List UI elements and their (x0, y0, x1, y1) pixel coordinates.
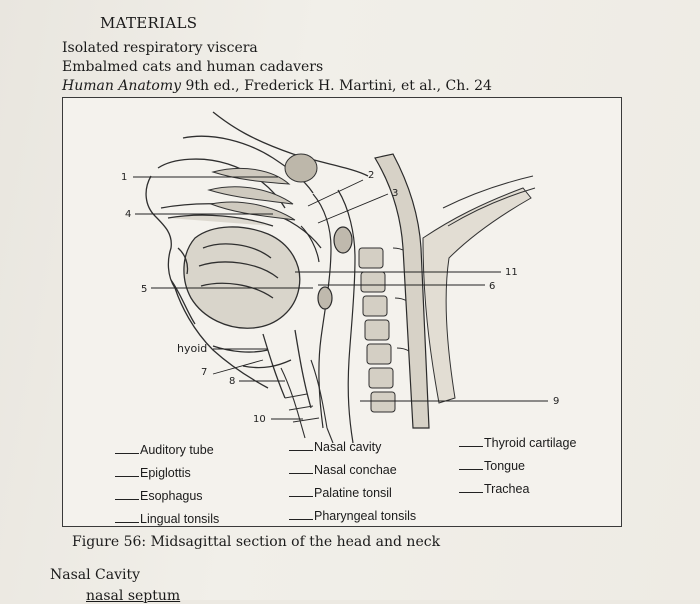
term-thyroid-cartilage: Thyroid cartilage (459, 436, 576, 450)
answer-blank[interactable] (115, 499, 139, 500)
answer-blank[interactable] (459, 469, 483, 470)
materials-heading: MATERIALS (100, 14, 198, 32)
book-details: 9th ed., Frederick H. Martini, et al., C… (181, 78, 492, 94)
term-trachea: Trachea (459, 482, 529, 496)
label-10: 10 (253, 414, 266, 425)
term-auditory-tube: Auditory tube (115, 443, 214, 457)
leader-line-3 (317, 193, 389, 224)
term-nasal-conchae: Nasal conchae (289, 463, 397, 477)
answer-blank[interactable] (289, 450, 313, 451)
nasal-structures (207, 153, 318, 221)
figure-box: 1 2 3 4 5 6 hyoid 7 8 9 10 11 Auditory t… (62, 97, 622, 527)
pharynx (300, 189, 356, 444)
spinal-cord (374, 153, 430, 429)
larynx-trachea (280, 359, 334, 444)
answer-blank[interactable] (459, 446, 483, 447)
label-8: 8 (229, 376, 235, 387)
figure-caption: Figure 56: Midsagittal section of the he… (72, 534, 441, 550)
section-heading: Nasal Cavity (50, 567, 141, 583)
label-hyoid: hyoid (177, 342, 207, 355)
label-5: 5 (141, 284, 147, 295)
term-tongue: Tongue (459, 459, 525, 473)
materials-reference: Human Anatomy 9th ed., Frederick H. Mart… (62, 78, 492, 94)
label-2: 2 (368, 170, 374, 181)
label-9: 9 (553, 396, 559, 407)
label-4: 4 (125, 209, 131, 220)
book-title: Human Anatomy (62, 78, 182, 94)
materials-line-1: Isolated respiratory viscera (62, 40, 258, 56)
answer-blank[interactable] (459, 492, 483, 493)
answer-blank[interactable] (115, 453, 139, 454)
answer-blank[interactable] (289, 496, 313, 497)
answer-blank[interactable] (289, 473, 313, 474)
cutoff-text: nasal septum (86, 588, 181, 604)
leader-lines (133, 176, 548, 420)
anatomy-drawing (145, 111, 369, 409)
leader-line-7 (212, 359, 264, 375)
head-neck-illustration: 1 2 3 4 5 6 hyoid 7 8 9 10 11 (121, 111, 559, 444)
answer-blank[interactable] (289, 519, 313, 520)
term-epiglottis: Epiglottis (115, 466, 191, 480)
term-lingual-tonsils: Lingual tonsils (115, 512, 219, 526)
label-6: 6 (489, 281, 495, 292)
answer-blank[interactable] (115, 522, 139, 523)
term-pharyngeal-tonsils: Pharyngeal tonsils (289, 509, 416, 523)
term-esophagus: Esophagus (115, 489, 203, 503)
term-nasal-cavity: Nasal cavity (289, 440, 381, 454)
label-3: 3 (392, 188, 398, 199)
answer-blank[interactable] (115, 476, 139, 477)
label-1: 1 (121, 172, 127, 183)
neck-muscles (422, 175, 536, 404)
label-7: 7 (201, 367, 207, 378)
term-palatine-tonsil: Palatine tonsil (289, 486, 392, 500)
label-11: 11 (505, 267, 518, 278)
materials-line-2: Embalmed cats and human cadavers (62, 59, 324, 75)
leader-line-2 (307, 179, 364, 207)
